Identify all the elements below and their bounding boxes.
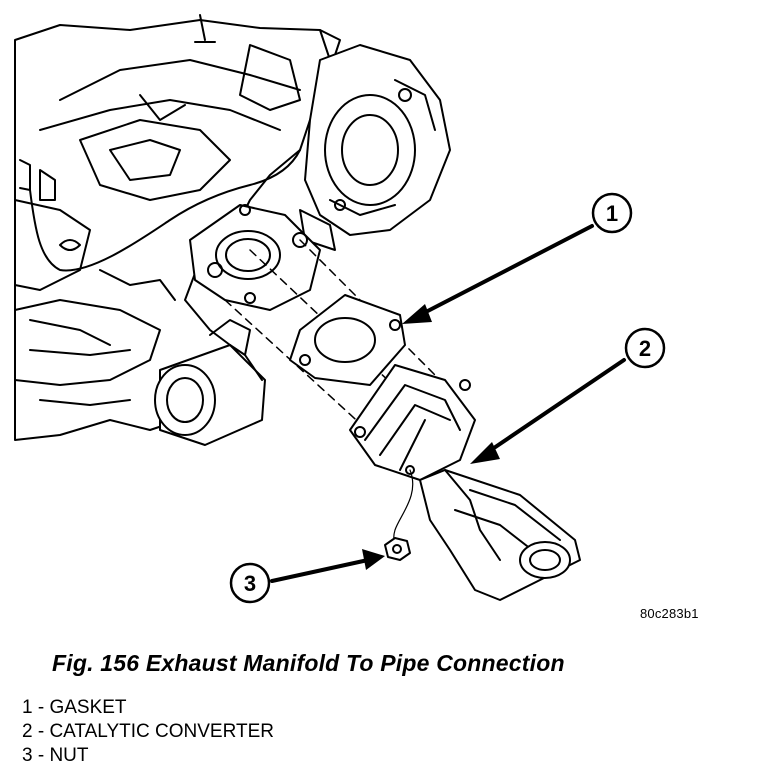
upper-component-drawing [299, 44, 451, 251]
exhaust-assembly-illustration: 1 2 3 [14, 14, 666, 604]
leader-arrow-1 [402, 224, 594, 324]
leader-arrow-3 [270, 549, 385, 583]
figure-code: 80c283b1 [640, 606, 699, 621]
leader-arrow-2 [470, 358, 626, 464]
svg-text:2: 2 [639, 336, 651, 361]
legend-item-nut: 3 - NUT [22, 745, 89, 766]
figure-caption: Fig. 156 Exhaust Manifold To Pipe Connec… [52, 650, 565, 676]
gasket-drawing [289, 294, 406, 386]
callout-3: 3 [229, 562, 271, 604]
legend-item-gasket: 1 - GASKET [22, 697, 127, 718]
oil-filter-drawing [154, 319, 266, 446]
manifold-flange-drawing [189, 204, 321, 311]
callout-2: 2 [624, 327, 666, 369]
svg-text:1: 1 [606, 201, 618, 226]
callout-1: 1 [591, 192, 633, 234]
legend-item-catalytic-converter: 2 - CATALYTIC CONVERTER [22, 721, 274, 742]
engine-block-drawing [14, 14, 341, 441]
parts-legend: 1 - GASKET 2 - CATALYTIC CONVERTER 3 - N… [22, 696, 274, 768]
svg-text:3: 3 [244, 571, 256, 596]
nut-drawing [384, 469, 414, 561]
catalytic-converter-drawing [349, 364, 581, 601]
